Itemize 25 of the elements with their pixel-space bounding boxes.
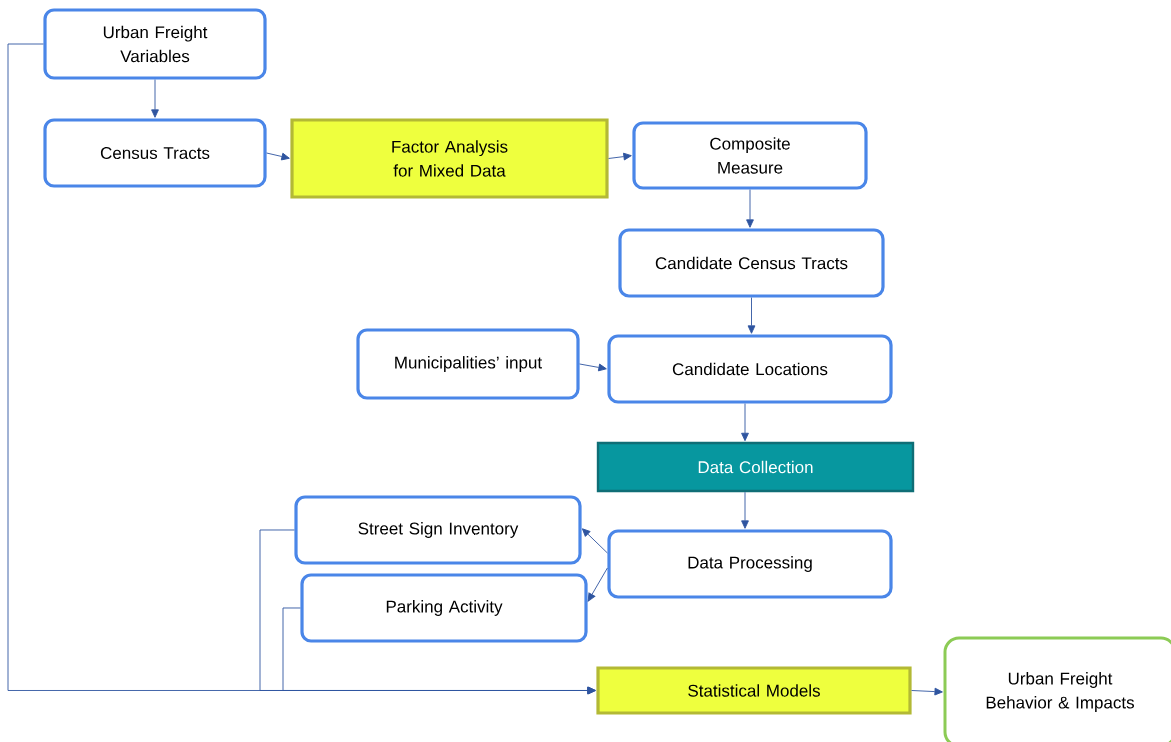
outcome-box: Urban Freight Behavior & Impacts (943, 636, 1171, 742)
arrow (741, 403, 749, 442)
highlight-box: Factor Analysis for Mixed Data (290, 118, 609, 199)
process-box: Urban Freight Variables (43, 8, 267, 80)
arrow (579, 363, 607, 372)
arrow (747, 297, 756, 334)
arrow (746, 189, 754, 228)
arrow (266, 152, 290, 161)
arrow (581, 528, 608, 554)
arrow (151, 79, 159, 118)
process-box: Composite Measure (632, 121, 868, 190)
process-box: Candidate Census Tracts (618, 228, 885, 298)
arrow (282, 607, 596, 695)
process-box: Census Tracts (43, 118, 267, 188)
highlight-box: Statistical Models (596, 666, 912, 715)
process-box: Candidate Locations (607, 334, 893, 404)
process-box: Municipalities’ input (356, 328, 580, 400)
arrow (911, 687, 943, 696)
arrow (741, 491, 749, 529)
arrow (587, 567, 608, 602)
process-box: Parking Activity (300, 573, 588, 643)
process-box: Street Sign Inventory (294, 495, 582, 565)
arrow (608, 152, 632, 161)
data-box: Data Collection (596, 441, 915, 493)
process-box: Data Processing (607, 529, 893, 599)
